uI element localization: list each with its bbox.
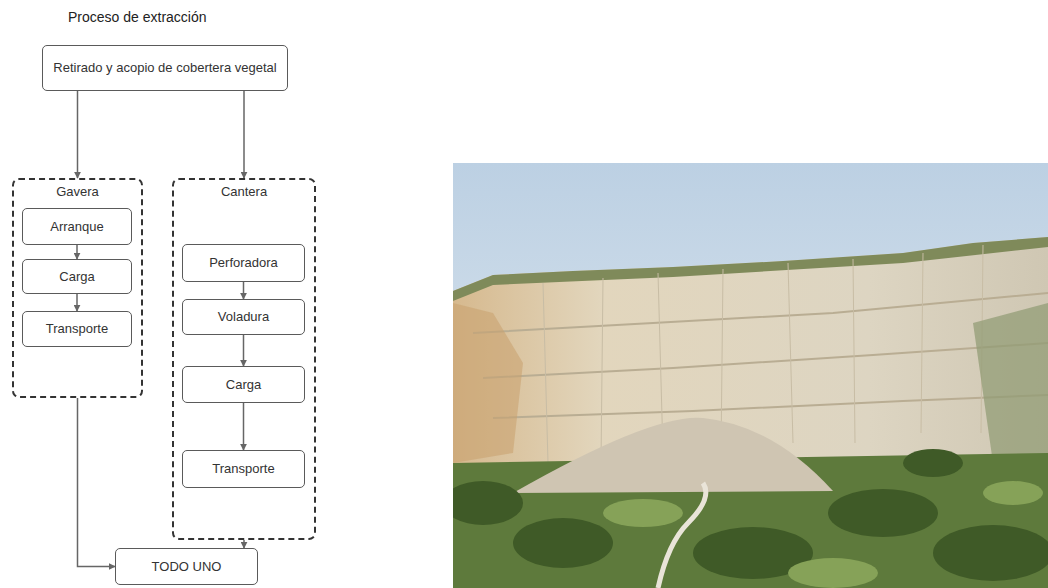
ridge-vegetation — [453, 237, 1048, 301]
flow-arrow — [76, 294, 78, 311]
box-label: Voladura — [218, 309, 269, 325]
process-box: Transporte — [22, 311, 132, 347]
flow-arrow — [243, 91, 245, 178]
process-box: TODO UNO — [115, 548, 258, 585]
box-label: Retirado y acopio de cobertera vegetal — [53, 60, 276, 76]
box-label: Transporte — [46, 321, 108, 337]
ochre-rock — [453, 303, 523, 463]
flow-arrow — [243, 282, 245, 299]
flow-arrow — [243, 403, 245, 450]
box-label: Transporte — [212, 461, 274, 477]
process-group: GaveraArranqueCargaTransporte — [12, 178, 143, 398]
flow-arrow — [243, 335, 245, 366]
light-shrubs — [603, 481, 1043, 588]
group-label: Gavera — [14, 184, 141, 200]
process-box: Voladura — [182, 299, 305, 335]
shrubs — [453, 449, 1048, 581]
process-box: Transporte — [182, 450, 305, 488]
dirt-track — [658, 483, 706, 588]
flow-arrow — [243, 540, 245, 548]
diagram-title: Proceso de extracción — [68, 9, 207, 25]
flow-arrow — [76, 245, 78, 259]
flow-arrow — [78, 398, 116, 567]
process-group: CanteraPerforadoraVoladuraCargaTransport… — [172, 178, 316, 540]
group-label-text: Cantera — [219, 184, 269, 199]
process-box: Retirado y acopio de cobertera vegetal — [42, 45, 288, 91]
group-label: Cantera — [174, 184, 314, 200]
box-label: Arranque — [50, 219, 103, 235]
quarry-benches — [473, 293, 1048, 418]
process-box: Arranque — [22, 208, 132, 245]
flow-arrow — [77, 91, 79, 178]
sky — [453, 163, 1048, 588]
process-box: Carga — [182, 366, 305, 403]
rock-fractures — [543, 245, 983, 463]
group-label-text: Gavera — [54, 184, 101, 199]
process-box: Perforadora — [182, 244, 305, 282]
box-label: Carga — [226, 377, 261, 393]
box-label: Carga — [59, 269, 94, 285]
debris-pile — [513, 418, 833, 493]
process-box: Carga — [22, 259, 132, 294]
box-label: TODO UNO — [152, 559, 222, 575]
box-label: Perforadora — [209, 255, 278, 271]
quarry-photo — [453, 163, 1048, 588]
